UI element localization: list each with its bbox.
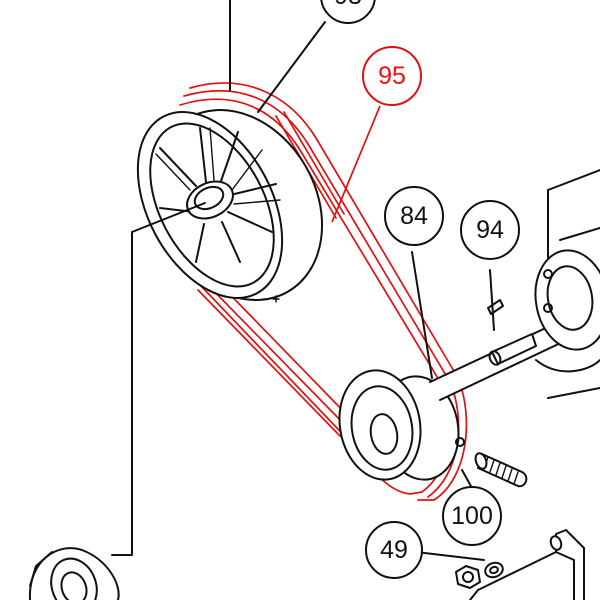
- callout-100-label: 100: [451, 502, 493, 530]
- callout-93-label: 93: [334, 0, 362, 10]
- callout-94: 94: [460, 200, 520, 260]
- callout-94-label: 94: [476, 216, 504, 244]
- callout-93: 93: [320, 0, 376, 24]
- small-pulley: [338, 369, 465, 481]
- v-belt: [179, 82, 468, 501]
- callout-49: 49: [365, 521, 423, 579]
- mounting-bracket: [455, 529, 585, 600]
- callout-84: 84: [384, 186, 444, 246]
- leader-lines: [111, 0, 495, 561]
- lower-pulley: [28, 547, 120, 600]
- callout-100: 100: [442, 486, 502, 546]
- bolt: [474, 452, 528, 488]
- callout-95-label: 95: [378, 62, 406, 90]
- large-pulley: [131, 109, 324, 301]
- callout-95: 95: [362, 46, 422, 106]
- callout-84-label: 84: [400, 202, 428, 230]
- gearbox-housing: [534, 169, 600, 399]
- callout-49-label: 49: [380, 536, 408, 564]
